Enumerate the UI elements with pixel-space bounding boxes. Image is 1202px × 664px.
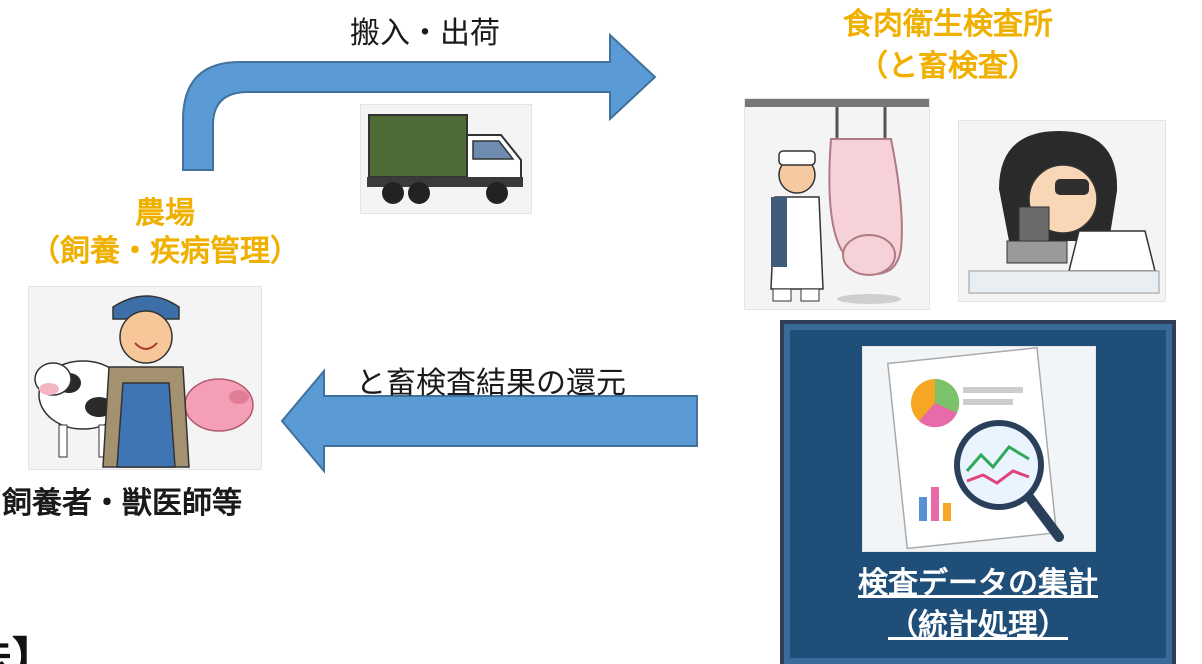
farm-subtitle: （飼養・疾病管理） <box>30 234 300 269</box>
data-report-magnifier-icon <box>886 346 1064 550</box>
shipment-label: 搬入・出荷 <box>350 16 500 51</box>
microscope-picture <box>958 120 1166 302</box>
farmer-picture <box>28 286 262 470</box>
section-heading-partial: 法】 <box>0 633 55 664</box>
carcass-inspector-icon <box>745 99 929 304</box>
inspection-title: 食肉衛生検査所 <box>843 7 1053 42</box>
data-report-picture <box>862 346 1096 552</box>
feedback-label: と畜検査結果の還元 <box>356 366 626 401</box>
feedback-arrow <box>280 368 698 474</box>
farm-caption: 飼養者・獣医師等 <box>2 486 242 521</box>
shipment-arrow <box>182 32 657 171</box>
truck-picture <box>360 104 532 214</box>
data-panel-title: 検査データの集計 <box>858 566 1098 601</box>
inspection-subtitle: （と畜検査） <box>858 49 1038 84</box>
truck-icon <box>367 114 523 204</box>
microscope-researcher-icon <box>968 131 1160 294</box>
carcass-inspection-picture <box>744 98 930 310</box>
data-aggregation-panel: 検査データの集計 （統計処理） <box>780 320 1176 664</box>
data-panel-subtitle: （統計処理） <box>888 608 1068 643</box>
farmer-with-animals-icon <box>34 295 254 468</box>
farm-title: 農場 <box>135 196 195 231</box>
